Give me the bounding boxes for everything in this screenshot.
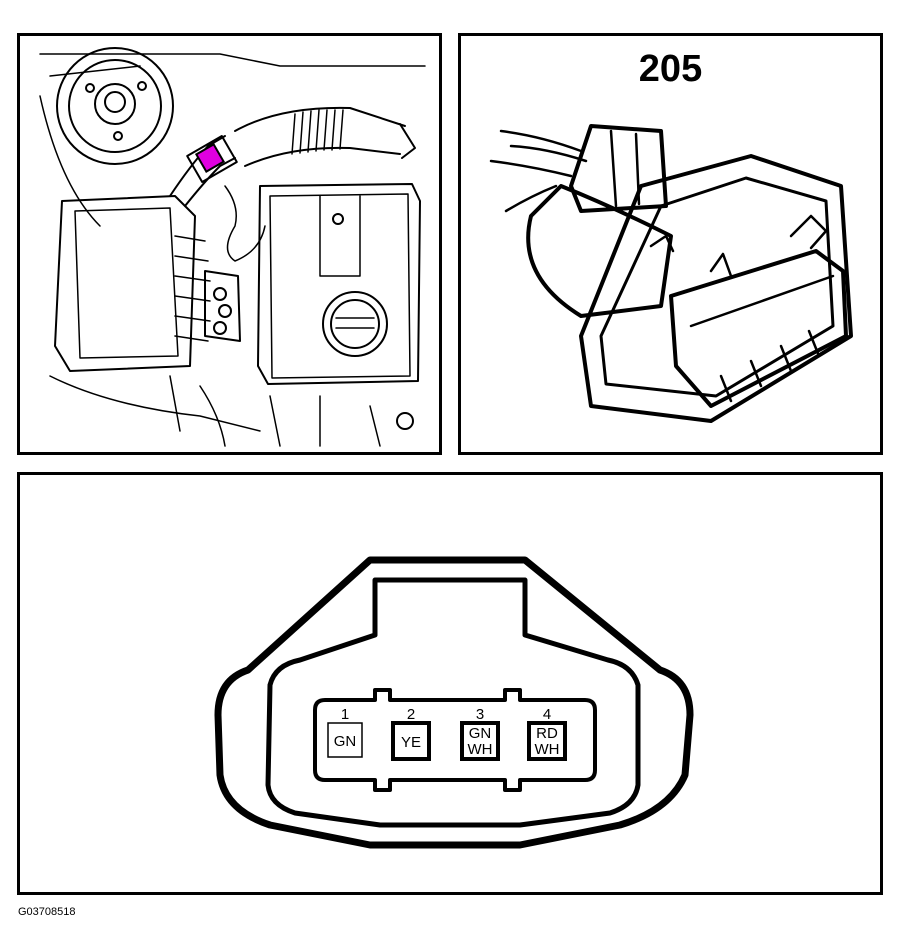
pin-3: 3 GN WH (460, 706, 500, 761)
pin-2-number: 2 (407, 706, 415, 723)
pinout-panel: 1 GN 2 YE 3 GN WH 4 RD WH (17, 472, 883, 895)
engine-bay-illustration (39, 47, 426, 447)
engine-bay-panel (17, 33, 442, 455)
pin-2-color: YE (401, 734, 421, 751)
pin-4-color-line2: WH (535, 741, 560, 758)
connector-illustration (489, 124, 853, 423)
pin-4-color-line1: RD (536, 725, 558, 742)
connector-outline (214, 556, 694, 849)
pin-2: 2 YE (391, 706, 431, 761)
highlight-marker (194, 142, 226, 174)
connector-number: 205 (638, 48, 703, 90)
pin-1-color: GN (334, 733, 357, 750)
pin-4: 4 RD WH (527, 706, 567, 761)
pinout-illustration: 1 GN 2 YE 3 GN WH 4 RD WH (214, 556, 694, 849)
pin-3-color-line2: WH (468, 741, 493, 758)
pin-4-number: 4 (543, 706, 551, 723)
pin-1: 1 GN (327, 706, 363, 758)
pin-3-number: 3 (476, 706, 484, 723)
connector-key-outline (265, 577, 641, 828)
pin-1-number: 1 (341, 706, 349, 723)
pin-3-color-line1: GN (469, 725, 492, 742)
pin-cavity-outline (313, 688, 597, 792)
connector-panel: 205 (458, 33, 883, 455)
figure-id: G03708518 (18, 906, 76, 918)
